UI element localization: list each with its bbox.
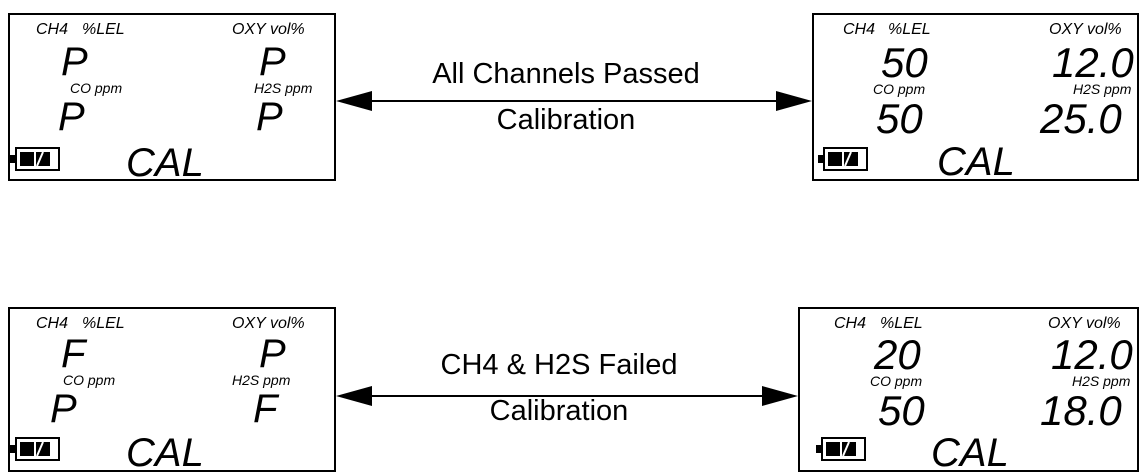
ch4-value: 50 <box>881 39 928 86</box>
ch4-value: F <box>61 332 86 376</box>
co-label: CO ppm <box>63 372 116 388</box>
h2s-label: H2S ppm <box>232 372 291 388</box>
h2s-label: H2S ppm <box>1072 373 1131 389</box>
oxy-label: OXY vol% <box>232 21 305 38</box>
co-label: CO ppm <box>873 81 926 97</box>
top-left-display: CH4 %LEL OXY vol% P P CO ppm H2S ppm P P… <box>8 13 336 185</box>
top-message-line1: All Channels Passed <box>432 58 700 90</box>
bottom-double-arrow <box>336 386 798 406</box>
lel-label: %LEL <box>82 21 125 38</box>
bottom-message-line1: CH4 & H2S Failed <box>440 349 678 381</box>
oxy-value: P <box>259 332 286 376</box>
co-value: P <box>58 95 85 139</box>
ch4-label: CH4 <box>36 21 69 38</box>
lel-label: %LEL <box>82 315 125 332</box>
mode-label: CAL <box>931 431 1009 475</box>
oxy-label: OXY vol% <box>1049 21 1122 38</box>
ch4-label: CH4 <box>36 315 69 332</box>
top-right-display: CH4 %LEL OXY vol% 50 12.0 CO ppm H2S ppm… <box>812 13 1139 184</box>
h2s-label: H2S ppm <box>1073 81 1132 97</box>
ch4-value: P <box>61 40 88 84</box>
bottom-right-display: CH4 %LEL OXY vol% 20 12.0 CO ppm H2S ppm… <box>798 307 1139 475</box>
mode-label: CAL <box>126 431 204 475</box>
top-double-arrow <box>336 91 812 111</box>
bottom-left-display: CH4 %LEL OXY vol% F P CO ppm H2S ppm P F… <box>8 307 336 475</box>
co-value: P <box>50 387 77 431</box>
bottom-message-line2: Calibration <box>489 395 629 427</box>
ch4-label: CH4 <box>843 21 876 38</box>
h2s-value: F <box>253 387 278 431</box>
co-value: 50 <box>878 387 925 434</box>
co-value: 50 <box>876 95 923 142</box>
mode-label: CAL <box>937 140 1015 184</box>
lel-label: %LEL <box>888 21 931 38</box>
battery-icon <box>10 437 60 461</box>
co-label: CO ppm <box>870 373 923 389</box>
oxy-label: OXY vol% <box>232 315 305 332</box>
oxy-label: OXY vol% <box>1048 315 1121 332</box>
battery-icon <box>818 147 868 171</box>
battery-icon <box>816 437 866 461</box>
bottom-message: CH4 & H2S Failed Calibration <box>356 347 762 429</box>
oxy-value: 12.0 <box>1051 331 1133 378</box>
lel-label: %LEL <box>880 315 923 332</box>
h2s-value: P <box>256 95 283 139</box>
oxy-value: 12.0 <box>1052 39 1134 86</box>
top-message-line2: Calibration <box>496 104 636 136</box>
ch4-value: 20 <box>874 331 921 378</box>
oxy-value: P <box>259 40 286 84</box>
mode-label: CAL <box>126 141 204 185</box>
h2s-value: 18.0 <box>1040 387 1122 434</box>
battery-icon <box>10 147 60 171</box>
h2s-value: 25.0 <box>1040 95 1122 142</box>
top-message: All Channels Passed Calibration <box>356 56 776 138</box>
co-label: CO ppm <box>70 80 123 96</box>
h2s-label: H2S ppm <box>254 80 313 96</box>
ch4-label: CH4 <box>834 315 867 332</box>
